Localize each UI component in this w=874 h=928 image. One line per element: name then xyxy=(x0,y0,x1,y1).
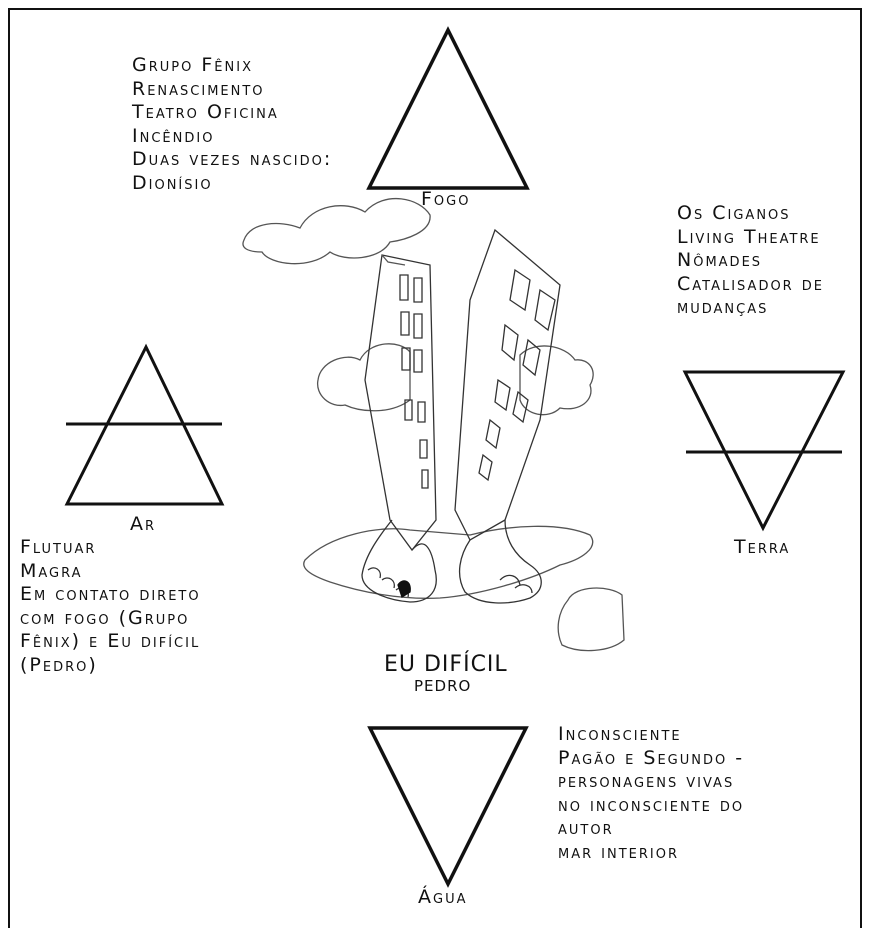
air-symbol xyxy=(66,347,222,504)
water-notes: Inconsciente Pagão e Segundo - personage… xyxy=(558,723,744,864)
note-line: autor xyxy=(558,817,744,841)
center-illustration xyxy=(243,199,624,651)
earth-symbol xyxy=(685,372,843,528)
earth-notes: Os Ciganos Living Theatre Nômades Catali… xyxy=(677,202,824,320)
center-subtitle: PEDRO xyxy=(414,677,471,695)
air-label: Ar xyxy=(130,513,156,535)
note-line: Renascimento xyxy=(132,78,332,102)
note-line: Duas vezes nascido: xyxy=(132,148,332,172)
note-line: no inconsciente do xyxy=(558,794,744,818)
fire-label: Fogo xyxy=(421,188,470,210)
note-line: Flutuar xyxy=(20,536,201,560)
earth-label: Terra xyxy=(734,536,790,558)
water-symbol xyxy=(370,728,526,884)
air-notes: Flutuar Magra Em contato direto com fogo… xyxy=(20,536,201,677)
fire-symbol xyxy=(369,30,527,188)
note-line: Os Ciganos xyxy=(677,202,824,226)
note-line: mudanças xyxy=(677,296,824,320)
note-line: Dionísio xyxy=(132,172,332,196)
note-line: Magra xyxy=(20,560,201,584)
center-title: EU DIFÍCIL xyxy=(384,652,508,677)
note-line: mar interior xyxy=(558,841,744,865)
note-line: Grupo Fênix xyxy=(132,54,332,78)
water-label: Água xyxy=(418,886,467,908)
note-line: Pagão e Segundo - xyxy=(558,747,744,771)
note-line: Inconsciente xyxy=(558,723,744,747)
note-line: Living Theatre xyxy=(677,226,824,250)
note-line: (Pedro) xyxy=(20,654,201,678)
note-line: Fênix) e Eu difícil xyxy=(20,630,201,654)
note-line: Nômades xyxy=(677,249,824,273)
fire-notes: Grupo Fênix Renascimento Teatro Oficina … xyxy=(132,54,332,195)
note-line: Incêndio xyxy=(132,125,332,149)
note-line: personagens vivas xyxy=(558,770,744,794)
note-line: Teatro Oficina xyxy=(132,101,332,125)
note-line: Em contato direto xyxy=(20,583,201,607)
note-line: com fogo (Grupo xyxy=(20,607,201,631)
note-line: Catalisador de xyxy=(677,273,824,297)
